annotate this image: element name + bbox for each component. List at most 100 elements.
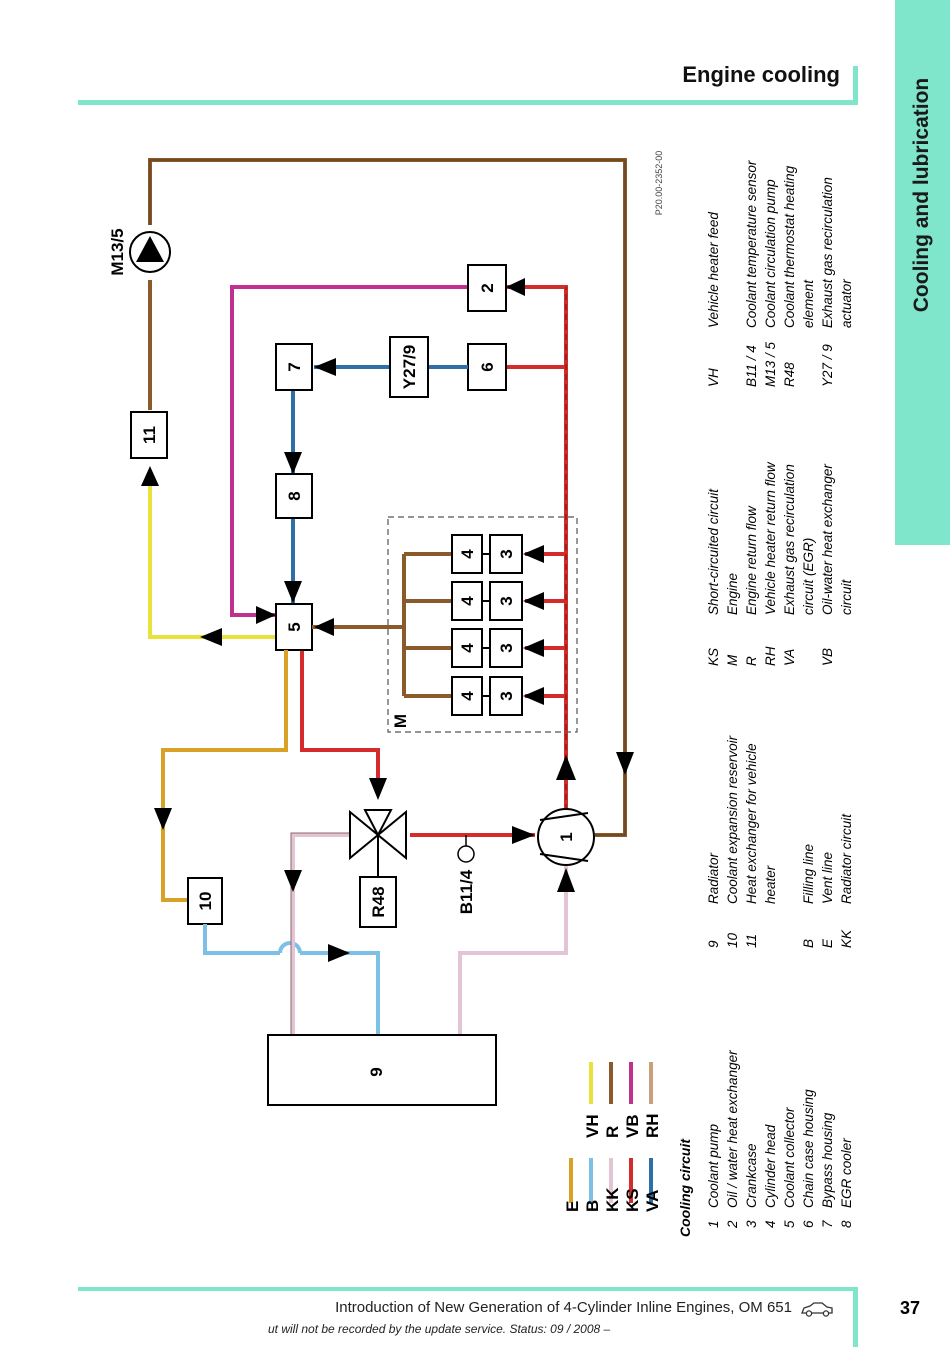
footer-rule-end	[853, 1287, 858, 1347]
page-title: Engine cooling	[682, 62, 840, 87]
svg-text:Exhaust gas recirculation: Exhaust gas recirculation	[782, 464, 797, 615]
svg-text:2: 2	[725, 1220, 740, 1229]
svg-text:KK: KK	[839, 929, 854, 948]
arrow-vb-right	[256, 606, 276, 624]
arrow-vh-left	[200, 628, 222, 646]
svg-text:circuit (EGR): circuit (EGR)	[801, 538, 816, 615]
arrow-kk-down	[284, 870, 302, 892]
svg-text:heater: heater	[763, 865, 778, 904]
svg-text:Vehicle heater return flow: Vehicle heater return flow	[763, 461, 778, 615]
line-vent	[161, 650, 288, 902]
svg-text:RH: RH	[763, 646, 778, 666]
crankcase-head-links	[482, 553, 490, 697]
arrow-ks-up	[556, 755, 576, 780]
box-2	[467, 264, 507, 312]
footer-status-note: ut will not be recorded by the update se…	[268, 1322, 611, 1336]
svg-text:Engine: Engine	[725, 573, 740, 615]
svg-text:Radiator circuit: Radiator circuit	[839, 813, 854, 904]
radiator-label: 9	[367, 1067, 386, 1076]
key-label-va: VA	[643, 1190, 662, 1212]
svg-text:element: element	[801, 279, 816, 328]
key-label-rh: RH	[643, 1113, 662, 1138]
svg-text:Coolant pump: Coolant pump	[706, 1123, 721, 1208]
arrow-va-to-8	[284, 452, 302, 474]
box-8-label: 8	[285, 491, 304, 500]
m13-5-label: M13/5	[108, 228, 127, 275]
line-filling	[203, 924, 380, 1035]
engine-label: M	[391, 714, 410, 728]
svg-text:Bypass housing: Bypass housing	[820, 1112, 835, 1208]
svg-text:Vehicle heater feed: Vehicle heater feed	[706, 212, 721, 328]
svg-text:9: 9	[706, 940, 721, 948]
key-label-ks: KS	[623, 1188, 642, 1212]
r48-heater-element	[359, 876, 397, 928]
diagram-reference: P20.00-2352-00	[654, 151, 664, 216]
svg-text:VH: VH	[706, 368, 721, 387]
box-6	[467, 343, 507, 391]
svg-text:Oil / water heat exchanger: Oil / water heat exchanger	[725, 1050, 740, 1208]
svg-text:VA: VA	[782, 649, 797, 666]
r48-label: R48	[369, 886, 388, 917]
svg-text:E: E	[820, 938, 835, 948]
line-engine-return	[148, 158, 627, 837]
line-egr-circuit	[291, 365, 468, 604]
svg-text:Coolant expansion reservoir: Coolant expansion reservoir	[725, 735, 740, 904]
title-rule	[78, 100, 858, 105]
coolant-pump	[537, 808, 595, 866]
svg-text:8: 8	[839, 1220, 854, 1228]
box-8	[275, 473, 313, 519]
key-label-e: E	[563, 1201, 582, 1212]
key-label-vh: VH	[583, 1114, 602, 1138]
page-number: 37	[900, 1298, 921, 1318]
box-7-label: 7	[285, 362, 304, 371]
b11-4-label: B11/4	[457, 869, 476, 914]
coolant-pump-label: 1	[557, 832, 576, 841]
arrow-va-to-7	[314, 358, 336, 376]
crankcase-label-4: 3	[497, 691, 516, 700]
svg-text:B: B	[801, 939, 816, 948]
svg-text:actuator: actuator	[839, 279, 854, 328]
box-11-label: 11	[140, 426, 159, 444]
line-short-circuit	[300, 285, 568, 837]
arrow-ks-3b	[523, 592, 544, 610]
svg-text:VB: VB	[820, 648, 835, 666]
svg-text:Oil-water heat exchanger: Oil-water heat exchanger	[820, 464, 835, 615]
footer-title: Introduction of New Generation of 4-Cyli…	[335, 1299, 792, 1316]
svg-text:7: 7	[820, 1220, 835, 1228]
arrow-b-right	[328, 944, 350, 962]
arrow-vh-up	[141, 466, 159, 486]
svg-text:R48: R48	[782, 362, 797, 387]
svg-text:Exhaust gas recirculation: Exhaust gas recirculation	[820, 177, 835, 328]
crankcase-label-2: 3	[497, 596, 516, 605]
arrow-ks-to-pump	[512, 826, 535, 844]
footer-rule	[78, 1287, 858, 1291]
line-key: E B KK KS VA VH R VB RH	[563, 1062, 662, 1212]
svg-text:M: M	[725, 654, 740, 666]
y27-9-actuator	[389, 336, 429, 398]
line-radiator-circuit-outline	[290, 832, 350, 1035]
crankcase-label-3: 3	[497, 643, 516, 652]
svg-text:Coolant thermostat heating: Coolant thermostat heating	[782, 165, 797, 328]
coolant-pump-stroke-a	[539, 812, 589, 821]
legend-col-3: KS Short-circuited circuit M Engine R En…	[706, 461, 854, 666]
cylinder-head-label-4: 4	[458, 691, 477, 701]
crankcase-label-1: 3	[497, 549, 516, 558]
svg-text:Crankcase: Crankcase	[744, 1143, 759, 1208]
legend-col-1: 1 Coolant pump 2 Oil / water heat exchan…	[706, 1050, 854, 1229]
arrow-r-down	[616, 752, 634, 775]
svg-text:10: 10	[725, 932, 740, 948]
cylinder-head-label-2: 4	[458, 596, 477, 606]
legend-col-2: 9 Radiator 10 Coolant expansion reservoi…	[706, 735, 854, 948]
line-radiator-circuit	[291, 833, 568, 1035]
arrow-ks-3a	[523, 545, 544, 563]
box-7	[275, 343, 313, 391]
arrow-ks-3d	[523, 687, 544, 705]
cylinder-head-label-1: 4	[458, 549, 477, 559]
key-label-b: B	[583, 1200, 602, 1212]
svg-text:EGR cooler: EGR cooler	[839, 1138, 854, 1208]
arrow-ks-3c	[523, 639, 544, 657]
svg-text:Coolant temperature sensor: Coolant temperature sensor	[744, 160, 759, 328]
legend-heading: Cooling circuit	[677, 1138, 693, 1237]
arrow-ks-to-2	[506, 278, 525, 296]
